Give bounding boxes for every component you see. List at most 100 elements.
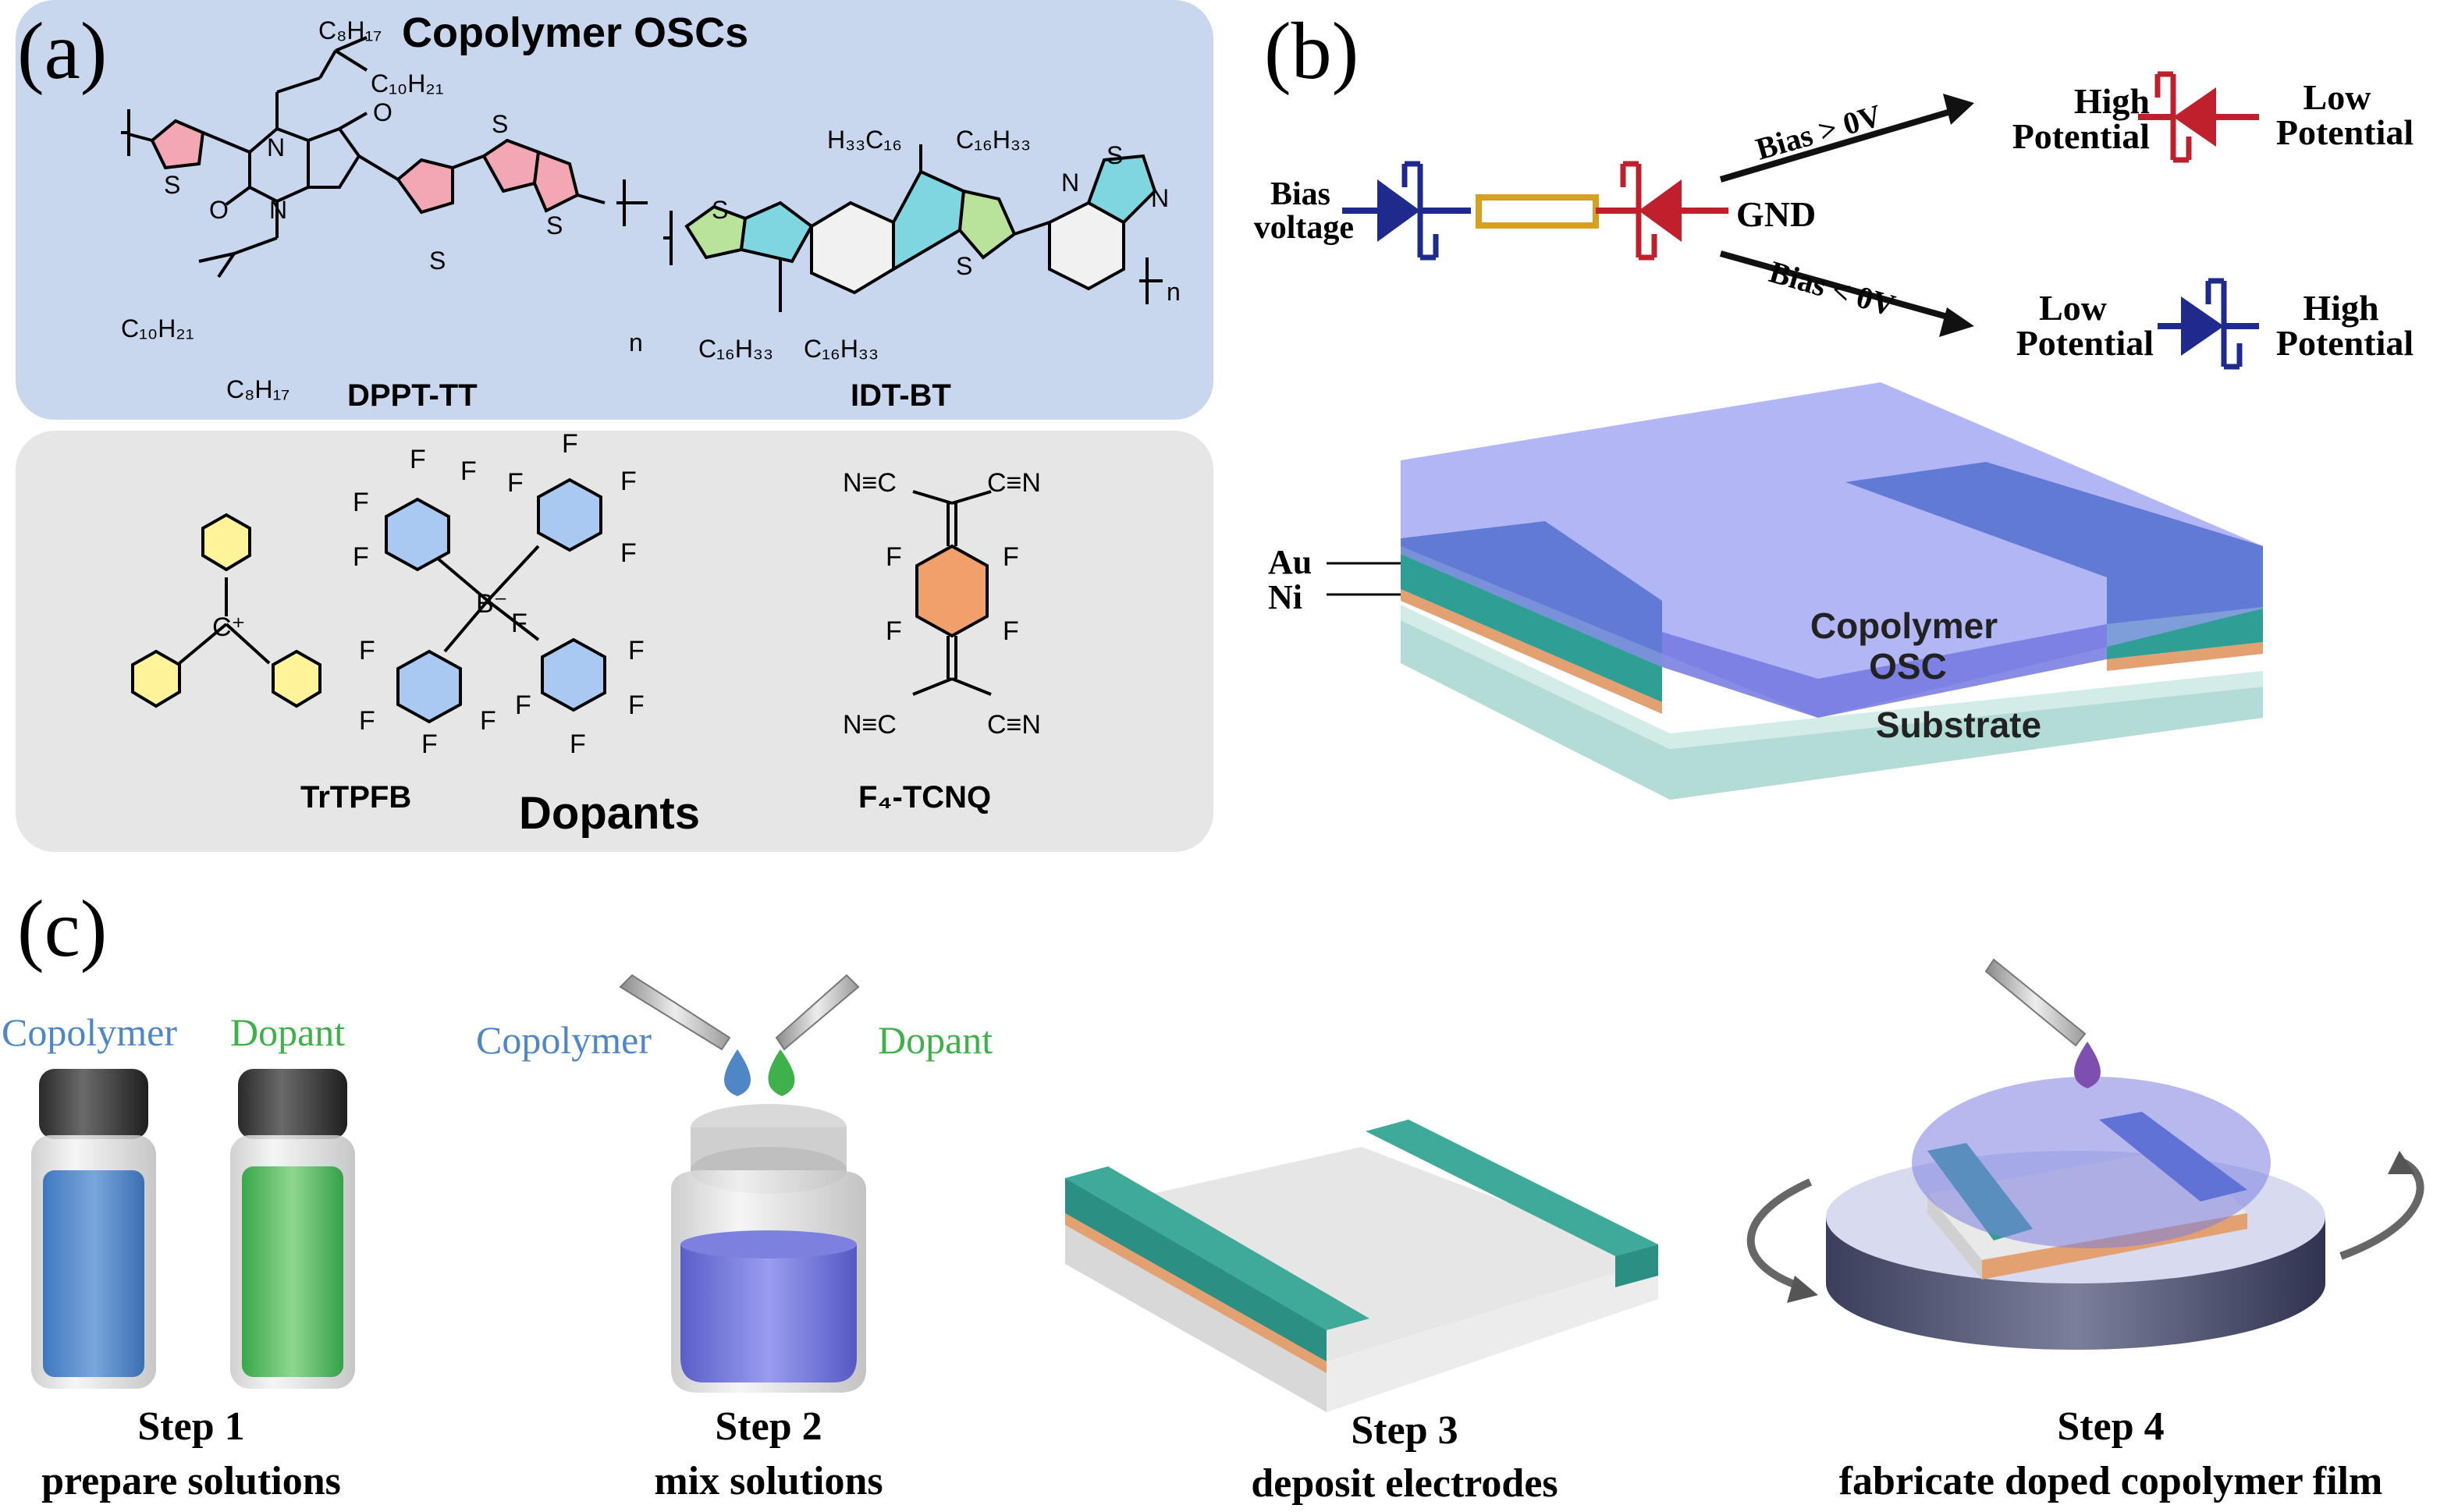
doped-film [1912,1077,2271,1248]
high-potential-bottom-1: High [2303,288,2378,328]
electrode-right-front [1615,1244,1658,1287]
bias-negative-label: Bias < 0V [1766,254,1899,323]
f4tcnq-labels: N≡C C≡N N≡C C≡N F F F F [843,468,1041,740]
dppt-c10h21-bottom: C₁₀H₂₁ [121,314,194,343]
step1-title: Step 1 [137,1404,244,1449]
dppt-labels: S N O O N S S S C₈H₁₇ C₁₀H₂₁ C₁₀H₂₁ C₈H₁… [121,16,643,403]
idt-s-right: S [956,252,972,280]
bias-voltage-label-1: Bias [1270,176,1330,212]
electrode-left-blue [1401,521,1662,667]
f-atom: F [480,706,496,736]
mixing-jar [671,1104,866,1393]
ni-label: Ni [1268,578,1302,616]
pyrrolopyrrole-right [307,126,361,189]
electrode-left-front [1065,1178,1327,1361]
borate-anion: B⁻ [476,589,508,619]
trityl-phenyl-top [201,513,251,572]
electrode-substrate [1065,1120,1658,1412]
dppt-s4: S [546,211,563,240]
low-potential-bottom-1: Low [2039,288,2107,328]
purple-droplet [2074,1042,2101,1088]
dppt-s1: S [164,171,180,199]
trtpfb-structure [131,477,606,724]
pf-ring-4 [541,637,606,712]
step3-title: Step 3 [1351,1408,1458,1453]
ni-layer-right [2107,642,2263,671]
f-atom: F [353,488,369,517]
dopants-box [16,431,1213,852]
dppt-c8h17-bottom: C₈H₁₇ [226,375,289,403]
dppt-s3: S [492,110,508,138]
copolymer-droplet [724,1049,751,1096]
electrode-left-step3 [1065,1166,1369,1330]
bt-thiadiazole [1086,154,1157,225]
step2-title: Step 2 [715,1404,822,1449]
spin-coater [1746,958,2424,1350]
osc-label-2: OSC [1869,646,1947,687]
f-atom: F [628,690,645,720]
pf-ring-2 [537,477,602,552]
panel-a: (a) Copolymer OSCs [16,0,1213,852]
substrate-front [1065,1213,1327,1412]
substrate-label: Substrate [1876,705,2041,745]
dppt-n-subscript: n [629,328,643,357]
high-potential-top-2: Potential [2012,116,2150,156]
f-atom: F [460,456,477,486]
f-atom: F [628,636,645,665]
idt-c16h33-bottom-2: C₁₆H₃₃ [804,335,879,363]
idt-h33c16-top: H₃₃C₁₆ [827,126,902,154]
idt-bt-structure [663,144,1163,312]
f-atom: F [886,616,902,646]
f-atom: F [511,609,527,638]
idt-c16h33-top: C₁₆H₃₃ [956,126,1031,154]
nc-top-left: N≡C [843,468,897,498]
pf-ring-1 [385,497,450,572]
rotation-arrow-left [1746,1178,1813,1291]
au-layer-left [1401,554,1662,702]
diode-red [1596,161,1728,261]
low-potential-top-1: Low [2303,77,2371,117]
low-potential-top-2: Potential [2276,112,2414,152]
rotation-arrow-right [2339,1159,2424,1260]
copolymer-label-step1: Copolymer [2,1010,177,1054]
bias-arrows [1719,94,1974,337]
step1-desc: prepare solutions [41,1459,341,1503]
high-potential-top-1: High [2074,81,2150,121]
resistor [1476,194,1599,229]
electrode-right-blue [1845,462,2263,624]
f-atom: F [410,445,426,474]
f-atom: F [620,538,637,568]
device-3d [1401,382,2263,800]
substrate-top [1401,605,2263,749]
substrate-side [1401,620,2263,800]
thiophene-ring-1 [150,119,205,170]
panel-b-label: (b) [1264,6,1359,96]
dppt-o2: O [209,196,229,224]
diode-blue-small [2158,278,2259,370]
f-atom: F [353,542,369,572]
idt-c16h33-bottom-1: C₁₆H₃₃ [698,335,773,363]
pipette-left [619,974,751,1096]
step4-desc: fabricate doped copolymer film [1839,1459,2383,1503]
pipette-step4 [1984,958,2087,1047]
f4tcnq-name: F₄-TCNQ [858,780,991,815]
dppt-n2: N [269,196,287,224]
idt-cp-left [739,201,814,264]
trityl-phenyl-left [131,649,181,708]
dppt-tt-name: DPPT-TT [347,378,478,413]
trtpfb-labels: C⁺ B⁻ F F F F F F F F F F F F F F F F F [212,429,645,759]
thienothiophene-b [532,150,580,213]
copper-strip-left [1065,1213,1327,1373]
idt-s-left: S [712,196,728,224]
copolymer-osc-box [16,0,1213,420]
au-label: Au [1268,543,1312,581]
idt-n-subscript: n [1167,278,1181,306]
cn-top-right: C≡N [987,468,1041,498]
thiophene-ring-2 [396,158,454,215]
panel-c-label: (c) [17,884,107,974]
f-atom: F [359,706,375,736]
panel-a-label: (a) [17,6,107,96]
trtpfb-name: TrTPFB [300,780,411,815]
bt-s: S [1106,141,1123,169]
high-potential-bottom-2: Potential [2276,323,2414,363]
